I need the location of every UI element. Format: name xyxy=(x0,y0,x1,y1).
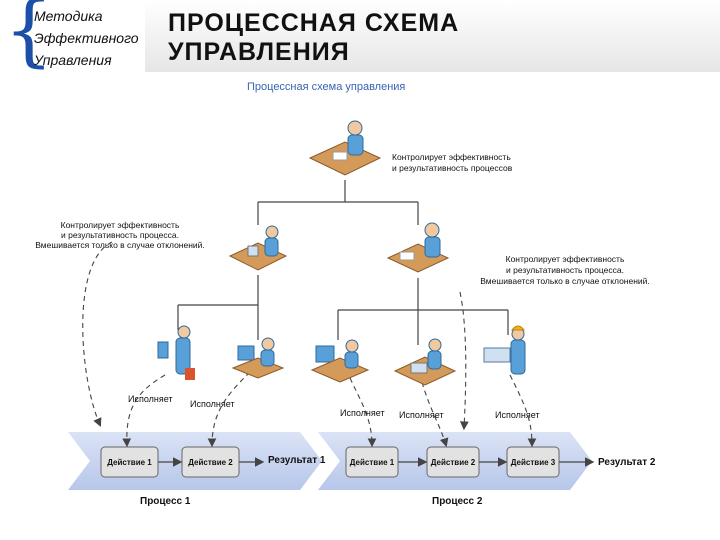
monitor-icon xyxy=(237,345,255,361)
p1-action-1-label: Действие 1 xyxy=(107,458,152,467)
person-icon xyxy=(175,325,191,375)
p2-action-3-label: Действие 3 xyxy=(511,458,556,467)
worker-3 xyxy=(310,339,370,383)
blueprint-icon xyxy=(483,347,511,363)
worker-5 xyxy=(483,325,526,375)
right-manager xyxy=(386,222,450,273)
hierarchy-lines xyxy=(177,180,509,345)
phone-icon xyxy=(157,341,169,359)
p2-action-1-label: Действие 1 xyxy=(350,458,395,467)
p1-action-2-label: Действие 2 xyxy=(188,458,233,467)
worker-4 xyxy=(393,338,457,386)
right-control-arrow xyxy=(459,291,469,431)
logo-line-3: Управления xyxy=(34,52,112,68)
notes: Контролирует эффективность и результатив… xyxy=(35,152,650,286)
worker-1 xyxy=(157,325,195,380)
note-right-2: и результативность процесса. xyxy=(506,265,624,275)
page-title-line-2: УПРАВЛЕНИЯ xyxy=(168,38,350,66)
executes-labels: Исполняет Исполняет Исполняет Исполняет … xyxy=(128,394,540,420)
p2-action-2-label: Действие 2 xyxy=(431,458,476,467)
executes-label: Исполняет xyxy=(190,399,235,409)
executes-label: Исполняет xyxy=(495,410,540,420)
header-band xyxy=(145,0,720,72)
logo: { Методика Эффективного Управления xyxy=(0,0,145,72)
note-left-1: Контролирует эффективность xyxy=(61,220,180,230)
person-icon xyxy=(424,222,441,258)
result-2-label: Результат 2 xyxy=(598,457,656,468)
top-manager xyxy=(308,120,382,176)
action-boxes xyxy=(100,446,560,478)
logo-brace: { xyxy=(4,0,54,76)
note-top-1: Контролирует эффективность xyxy=(392,152,511,162)
left-manager xyxy=(228,225,288,271)
note-right-3: Вмешивается только в случае отклонений. xyxy=(480,276,650,286)
note-right-1: Контролирует эффективность xyxy=(506,254,625,264)
person-icon xyxy=(264,225,279,257)
process-2-label: Процесс 2 xyxy=(432,496,483,507)
person-icon xyxy=(260,337,275,367)
logo-line-2: Эффективного xyxy=(34,30,139,46)
diagram-subtitle: Процессная схема управления xyxy=(247,81,406,93)
action-labels: Действие 1 Действие 2 Действие 1 Действи… xyxy=(107,458,556,467)
executes-label: Исполняет xyxy=(399,410,444,420)
result-1-label: Результат 1 xyxy=(268,455,326,466)
logo-line-1: Методика xyxy=(34,8,103,24)
monitor-icon xyxy=(315,345,335,363)
executes-label: Исполняет xyxy=(340,408,385,418)
note-left-3: Вмешивается только в случае отклонений. xyxy=(35,240,205,250)
person-icon xyxy=(427,338,442,370)
page-title-line-1: ПРОЦЕССНАЯ СХЕМА xyxy=(168,9,460,37)
process-1-label: Процесс 1 xyxy=(140,496,191,507)
worker-2 xyxy=(231,337,285,379)
note-left-2: и результативность процесса. xyxy=(61,230,179,240)
executes-label: Исполняет xyxy=(128,394,173,404)
person-icon xyxy=(347,120,364,156)
person-icon xyxy=(344,339,359,369)
note-top-2: и результативность процессов xyxy=(392,163,513,173)
left-control-arrow xyxy=(82,241,113,428)
person-icon xyxy=(510,325,526,375)
